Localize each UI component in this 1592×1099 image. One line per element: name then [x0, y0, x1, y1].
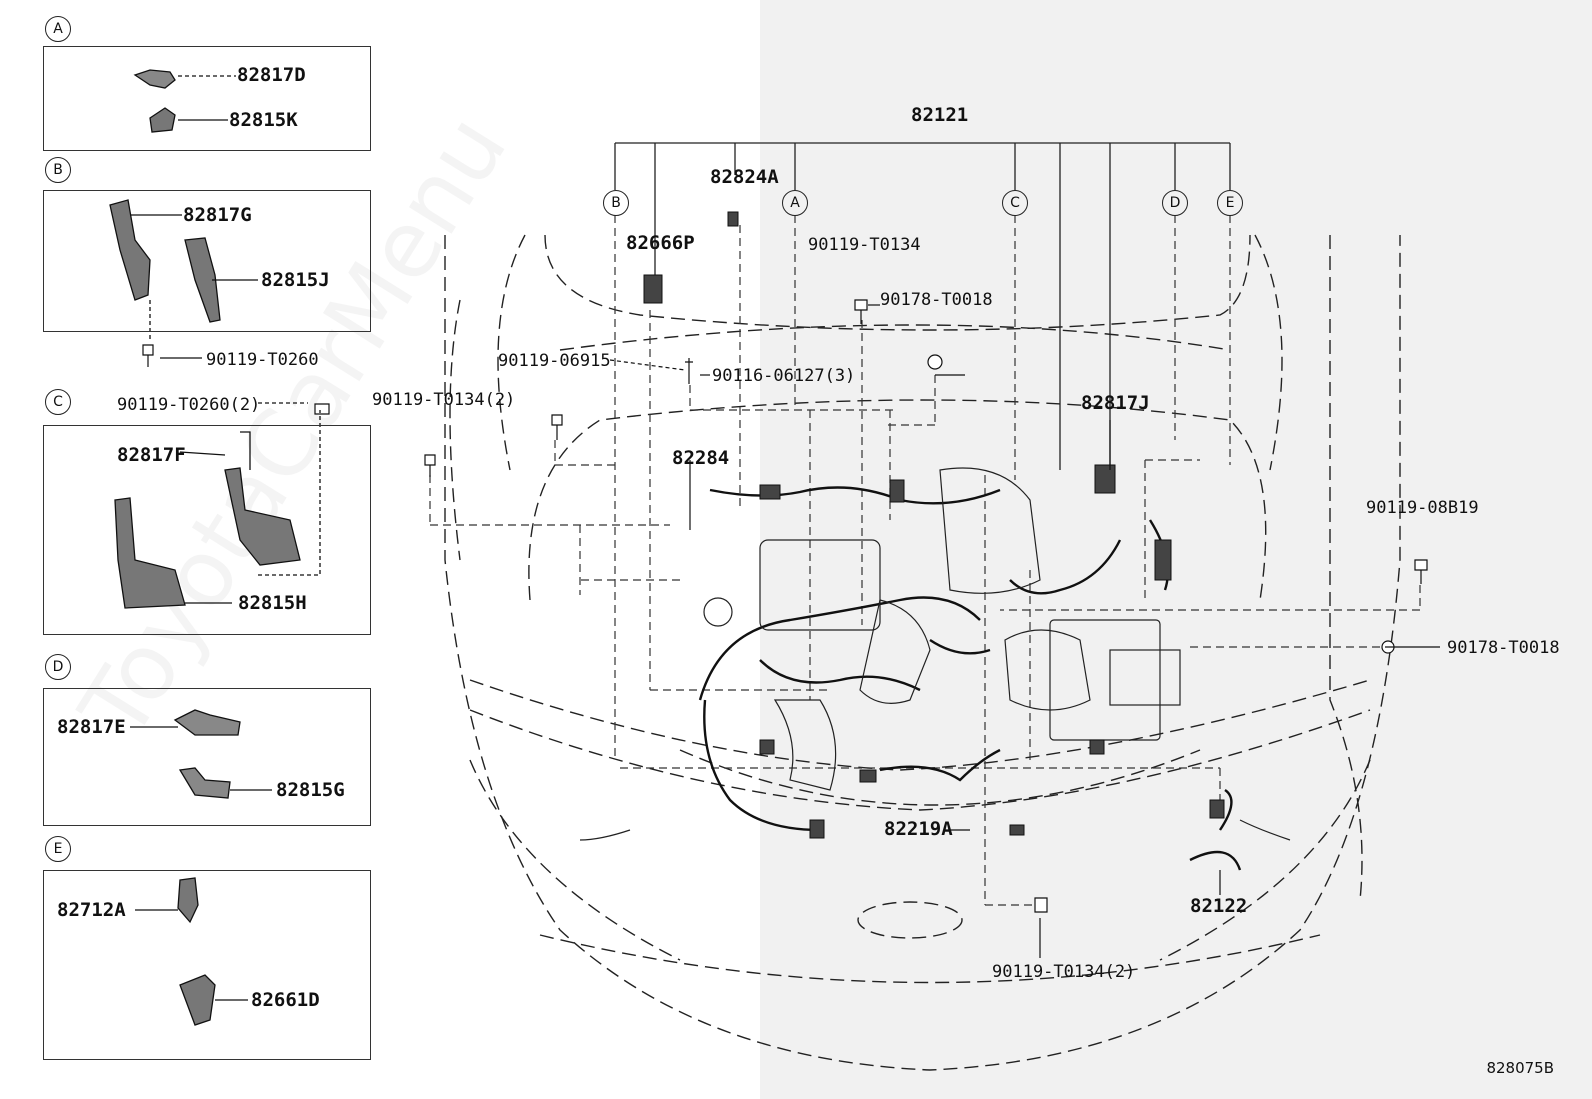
fasteners — [142, 299, 1428, 913]
connectors — [643, 211, 1225, 839]
part-label-82817G[interactable]: 82817G — [183, 204, 252, 226]
callout-c[interactable]: C — [1002, 190, 1028, 216]
inset-b-box — [43, 190, 371, 332]
background-shade — [760, 0, 1592, 1099]
inset-c-tag: C — [45, 389, 71, 415]
part-label-90119-08B19[interactable]: 90119-08B19 — [1366, 498, 1479, 518]
part-label-82815H[interactable]: 82815H — [238, 592, 307, 614]
part-label-90178-T0018-right[interactable]: 90178-T0018 — [1447, 638, 1560, 658]
part-label-90119-T0134-2-left[interactable]: 90119-T0134(2) — [372, 390, 516, 410]
part-label-82817F[interactable]: 82817F — [117, 444, 186, 466]
callout-e[interactable]: E — [1217, 190, 1243, 216]
part-label-82284[interactable]: 82284 — [672, 447, 730, 469]
inset-c-box — [43, 425, 371, 635]
inset-a-box — [43, 46, 371, 151]
inset-e-tag: E — [45, 836, 71, 862]
inset-e-box — [43, 870, 371, 1060]
label-leaders — [609, 304, 1440, 958]
part-label-82817D[interactable]: 82817D — [237, 64, 306, 86]
part-label-82666P[interactable]: 82666P — [626, 232, 695, 254]
part-label-82824A[interactable]: 82824A — [710, 166, 779, 188]
drawing-code: 828075B — [1486, 1059, 1554, 1077]
part-label-90119-06915[interactable]: 90119-06915 — [498, 351, 611, 371]
inset-drawings — [109, 69, 321, 1026]
engine-details — [579, 467, 1291, 841]
part-label-90119-T0134[interactable]: 90119-T0134 — [808, 235, 921, 255]
part-label-90119-T0134-2-bottom[interactable]: 90119-T0134(2) — [992, 962, 1136, 982]
callout-b[interactable]: B — [603, 190, 629, 216]
inset-d-tag: D — [45, 654, 71, 680]
part-label-82121[interactable]: 82121 — [911, 104, 969, 126]
part-label-82817E[interactable]: 82817E — [57, 716, 126, 738]
part-label-82815G[interactable]: 82815G — [276, 779, 345, 801]
part-label-90119-T0260[interactable]: 90119-T0260 — [206, 350, 319, 370]
part-label-82817J[interactable]: 82817J — [1081, 392, 1150, 414]
top-leader-lines — [614, 142, 1231, 470]
part-label-82219A[interactable]: 82219A — [884, 818, 953, 840]
callout-a[interactable]: A — [782, 190, 808, 216]
dashed-leaders — [429, 215, 1421, 906]
part-label-82122[interactable]: 82122 — [1190, 895, 1248, 917]
inset-d-box — [43, 688, 371, 826]
car-body-outline — [444, 234, 1401, 1071]
part-label-82815K[interactable]: 82815K — [229, 109, 298, 131]
inset-a-tag: A — [45, 16, 71, 42]
part-label-82815J[interactable]: 82815J — [261, 269, 330, 291]
part-label-90116-06127[interactable]: 90116-06127(3) — [712, 366, 856, 386]
part-label-90119-T0260-2[interactable]: 90119-T0260(2) — [117, 395, 261, 415]
inset-b-tag: B — [45, 157, 71, 183]
part-label-82712A[interactable]: 82712A — [57, 899, 126, 921]
callout-d[interactable]: D — [1162, 190, 1188, 216]
part-label-90178-T0018[interactable]: 90178-T0018 — [880, 290, 993, 310]
part-label-82661D[interactable]: 82661D — [251, 989, 320, 1011]
